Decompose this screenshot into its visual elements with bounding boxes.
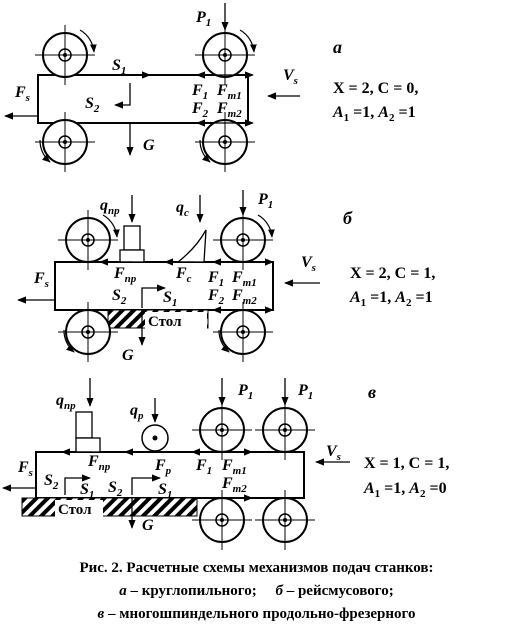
panel-b-tag: б — [343, 208, 353, 228]
label-fpr: Fпр — [87, 453, 111, 473]
caption-line-1: Рис. 2. Расчетные схемы механизмов подач… — [79, 560, 434, 576]
feed-mechanism-diagrams: P1 а S1 S2 Fs Vs F1 F2 Fт1 Fт2 G X = 2, … — [2, 3, 449, 551]
caption-text-b: – рейсмусового; — [282, 583, 394, 599]
rotation-arrow — [39, 139, 51, 163]
caption-tag-a: а — [119, 583, 127, 599]
label-ft2: Fт2 — [221, 475, 247, 495]
panel-a: P1 а S1 S2 Fs Vs F1 F2 Fт1 Fт2 G X = 2, … — [4, 3, 418, 173]
label-qc: qс — [176, 199, 189, 219]
label-p1: P1 — [257, 191, 273, 211]
label-s2: S2 — [112, 287, 127, 307]
pressure-bar — [75, 411, 93, 439]
label-fs: Fs — [33, 270, 49, 290]
rotation-arrow — [218, 329, 230, 353]
label-s2: S2 — [85, 95, 100, 115]
caption-line-2: а – круглопильного; б – рейсмусового; — [0, 583, 513, 600]
table-label-bg — [145, 312, 207, 329]
label-ft2: Fт2 — [231, 287, 257, 307]
table-label-bg — [55, 500, 103, 517]
equation-b-line1: X = 2, C = 1, — [350, 265, 435, 282]
equation-b-line2: A1 =1, A2 =1 — [349, 289, 433, 309]
pressure-bar — [123, 225, 141, 251]
label-vs: Vs — [283, 67, 298, 87]
label-fc: Fс — [175, 265, 192, 285]
equation-c-line1: X = 1, C = 1, — [364, 455, 449, 472]
s1-arrow — [141, 284, 166, 308]
equation-c-line2: A1 =1, A2 =0 — [363, 480, 447, 500]
label-p1: P1 — [195, 9, 211, 29]
rotation-arrow — [257, 214, 275, 238]
caption-tag-b: б — [275, 583, 283, 599]
label-f2: F2 — [207, 287, 225, 307]
label-f1: F1 — [195, 457, 212, 477]
label-s1: S1 — [112, 57, 126, 77]
s1-arrow-1 — [64, 474, 91, 495]
s1-arrow-2 — [131, 474, 161, 495]
caption-line-3: в – многошпиндельного продольно-фрезерно… — [0, 606, 513, 623]
panel-c-tag: в — [368, 382, 376, 402]
workpiece-c — [35, 451, 305, 499]
label-ft1: Fт1 — [221, 457, 247, 477]
label-ft1: Fт1 — [216, 82, 242, 102]
label-g: G — [122, 347, 134, 364]
rotation-arrow — [102, 214, 120, 238]
s2-arrow — [114, 83, 131, 109]
label-fs: Fs — [14, 84, 30, 104]
label-p1-second: P1 — [297, 382, 313, 402]
caption-text-c: – многошпиндельного продольно-фрезерного — [104, 606, 416, 622]
label-g: G — [143, 137, 155, 154]
cutter-center — [152, 435, 158, 441]
label-s2-second: S2 — [108, 479, 123, 499]
label-fs: Fs — [17, 459, 33, 479]
workpiece-b — [54, 261, 274, 311]
label-qpr: qпр — [100, 197, 120, 217]
equation-a-line2: A1 =1, A2 =1 — [332, 104, 416, 124]
label-fpr: Fпр — [113, 265, 137, 285]
caption-tag-c: в — [97, 606, 105, 622]
label-f1: F1 — [191, 82, 208, 102]
label-g: G — [142, 517, 154, 534]
label-qp: qр — [130, 402, 144, 422]
label-f1: F1 — [207, 269, 224, 289]
label-f2: F2 — [191, 100, 209, 120]
label-ft1: Fт1 — [231, 269, 257, 289]
label-vs: Vs — [326, 443, 341, 463]
panel-b: qпр qс P1 б Fs Fпр Fс F1 F2 Fт1 Fт2 Vs S… — [17, 190, 435, 364]
label-p1-first: P1 — [237, 382, 253, 402]
panel-a-tag: а — [333, 37, 342, 57]
label-s2-first: S2 — [44, 472, 59, 492]
label-fp: Fр — [154, 457, 172, 477]
workpiece-a — [37, 74, 249, 124]
equation-a-line1: X = 2, C = 0, — [333, 80, 418, 97]
cutter-knife — [176, 229, 207, 263]
label-s1: S1 — [163, 289, 177, 309]
label-s1-second: S1 — [158, 481, 172, 501]
label-ft2: Fт2 — [216, 100, 242, 120]
label-qpr: qпр — [56, 392, 76, 412]
caption-text-a: – круглопильного; — [126, 583, 257, 599]
rotation-arrow — [199, 139, 211, 163]
pressure-bar-base — [75, 437, 101, 453]
label-table: Стол — [148, 314, 182, 330]
pressure-bar-base — [119, 249, 145, 263]
label-table: Стол — [58, 502, 92, 518]
rotation-arrow — [63, 329, 75, 353]
rotation-arrow — [79, 29, 97, 53]
label-vs: Vs — [301, 254, 316, 274]
panel-c: qпр qр P1 P1 в Fs Fпр Fр F1 Fт1 Fт2 Vs S… — [2, 378, 449, 551]
label-s1-first: S1 — [80, 481, 94, 501]
rotation-arrow — [239, 29, 257, 53]
